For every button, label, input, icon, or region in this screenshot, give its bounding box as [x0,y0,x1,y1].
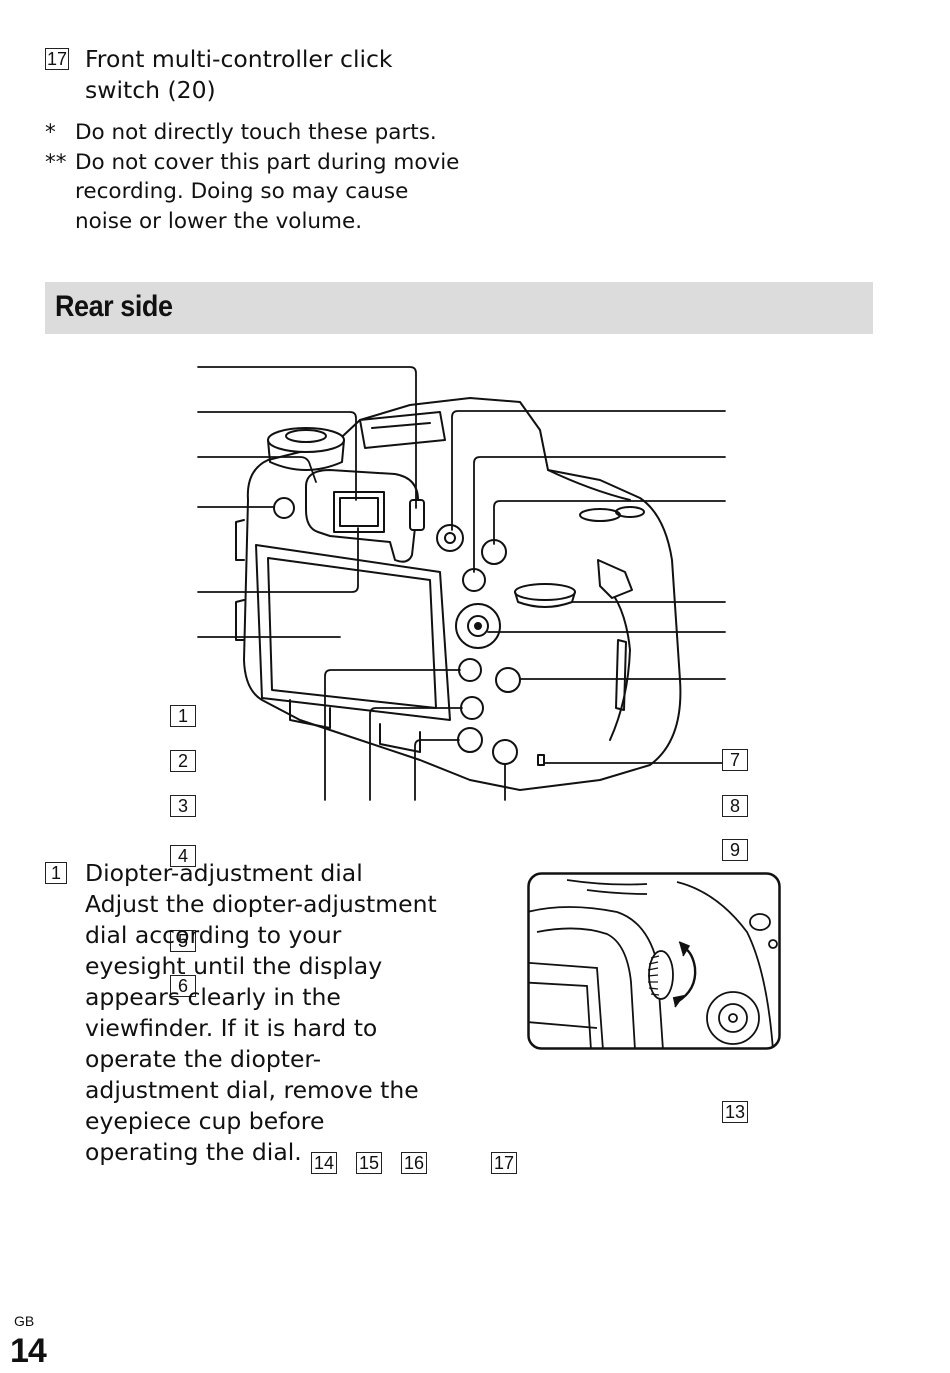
callout-6: 6 [170,975,196,997]
note-text: Do not cover this part during movie reco… [75,149,460,234]
callout-5: 5 [170,930,196,952]
note-text: Do not directly touch these parts. [75,120,437,145]
section-header: Rear side [45,282,873,334]
callout-15: 15 [356,1152,383,1174]
note-double-asterisk: ** Do not cover this part during movie r… [45,148,465,237]
camera-rear-diagram: 1 2 3 4 5 6 7 8 9 10 11 12 13 14 15 16 1… [0,350,950,1174]
section-title: Rear side [55,290,173,323]
callout-8: 8 [722,795,748,817]
footer-region: GB [14,1313,35,1329]
camera-drawing [197,366,726,801]
note-single-asterisk: * Do not directly touch these parts. [45,118,465,148]
item-number-box: 17 [45,48,70,70]
callout-17: 17 [491,1152,518,1174]
note-marker: ** [45,149,67,175]
callout-1: 1 [170,705,196,727]
item-text: Front multi-controller click switch (20) [85,45,393,104]
callout-13: 13 [722,1101,749,1123]
notes: * Do not directly touch these parts. ** … [45,118,465,236]
callout-7: 7 [722,749,748,771]
callout-14: 14 [311,1152,338,1174]
callout-9: 9 [722,839,748,861]
diopter-dial-inset [527,872,781,1050]
item-number-box: 1 [45,862,67,884]
callout-2: 2 [170,750,196,772]
diopter-dial-drawing [527,872,781,1050]
callout-3: 3 [170,795,196,817]
item-body: Adjust the diopter-adjustment dial accor… [85,890,437,1166]
item-title: Diopter-adjustment dial [85,859,363,887]
item-17-front-multi-controller: 17 Front multi-controller click switch (… [45,44,465,106]
item-1-description: 1 Diopter-adjustment dial Adjust the dio… [45,858,505,1168]
callout-16: 16 [401,1152,428,1174]
callout-4: 4 [170,845,196,867]
note-marker: * [45,120,56,145]
page-number: 14 [10,1332,47,1370]
